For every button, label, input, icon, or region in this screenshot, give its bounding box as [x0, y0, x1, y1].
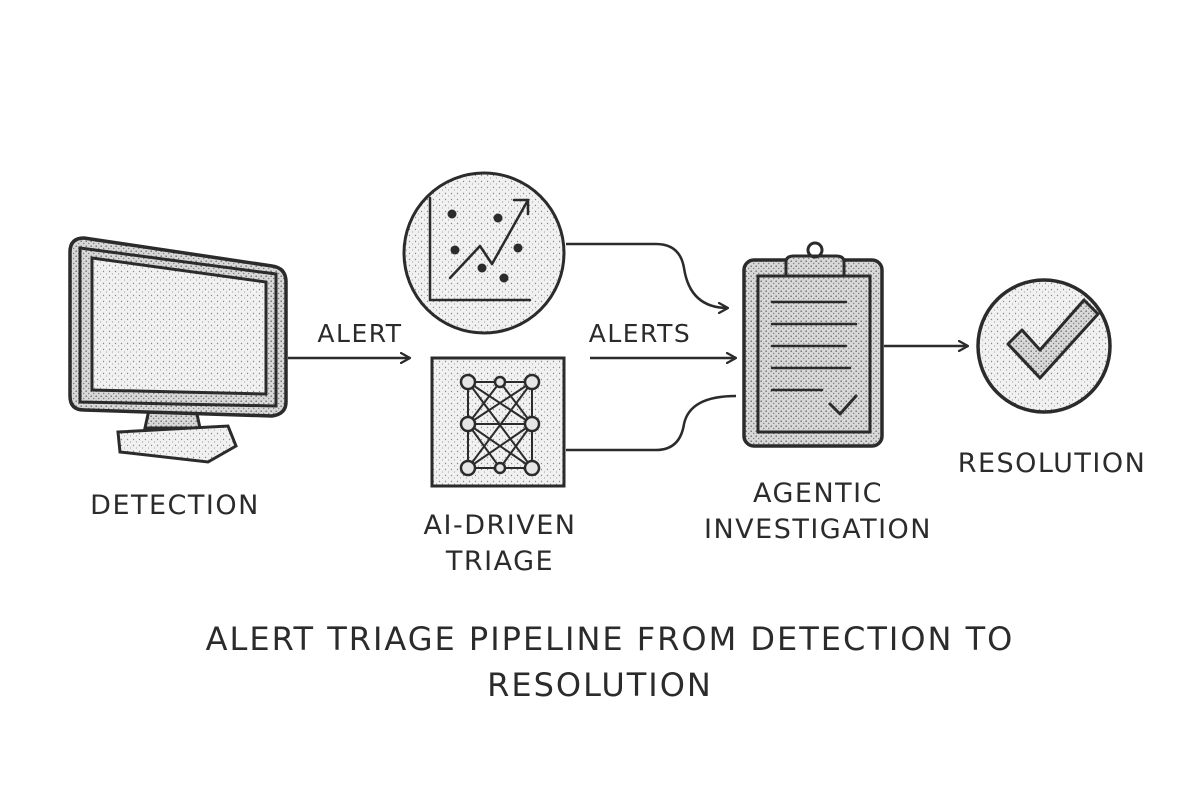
detection-label: DETECTION — [90, 490, 260, 521]
neural-network-icon — [430, 356, 566, 488]
caption-line1: ALERT TRIAGE PIPELINE FROM DETECTION TO — [206, 620, 1015, 658]
edge-label-alert: ALERT — [317, 319, 402, 348]
investigation-label-line1: AGENTIC — [753, 478, 883, 509]
edge-label-alerts: ALERTS — [589, 319, 692, 348]
checkmark-icon — [976, 278, 1112, 414]
triage-label-line2: TRIAGE — [445, 546, 554, 577]
edge-network-to-investigation — [566, 394, 737, 452]
scatter-point — [499, 273, 509, 283]
clipboard-icon — [742, 241, 884, 448]
scatter-point — [493, 213, 503, 223]
scatter-point — [447, 209, 457, 219]
scatter-point — [513, 243, 523, 253]
edge-analytics-to-investigation — [566, 242, 728, 308]
investigation-label-line2: INVESTIGATION — [704, 514, 932, 545]
monitor-icon — [68, 236, 288, 464]
scatter-chart-icon — [402, 171, 566, 335]
resolution-label: RESOLUTION — [958, 448, 1147, 479]
triage-label-line1: AI-DRIVEN — [424, 510, 577, 541]
caption-line2: RESOLUTION — [487, 666, 713, 704]
scatter-point — [450, 245, 460, 255]
scatter-point — [477, 263, 487, 273]
